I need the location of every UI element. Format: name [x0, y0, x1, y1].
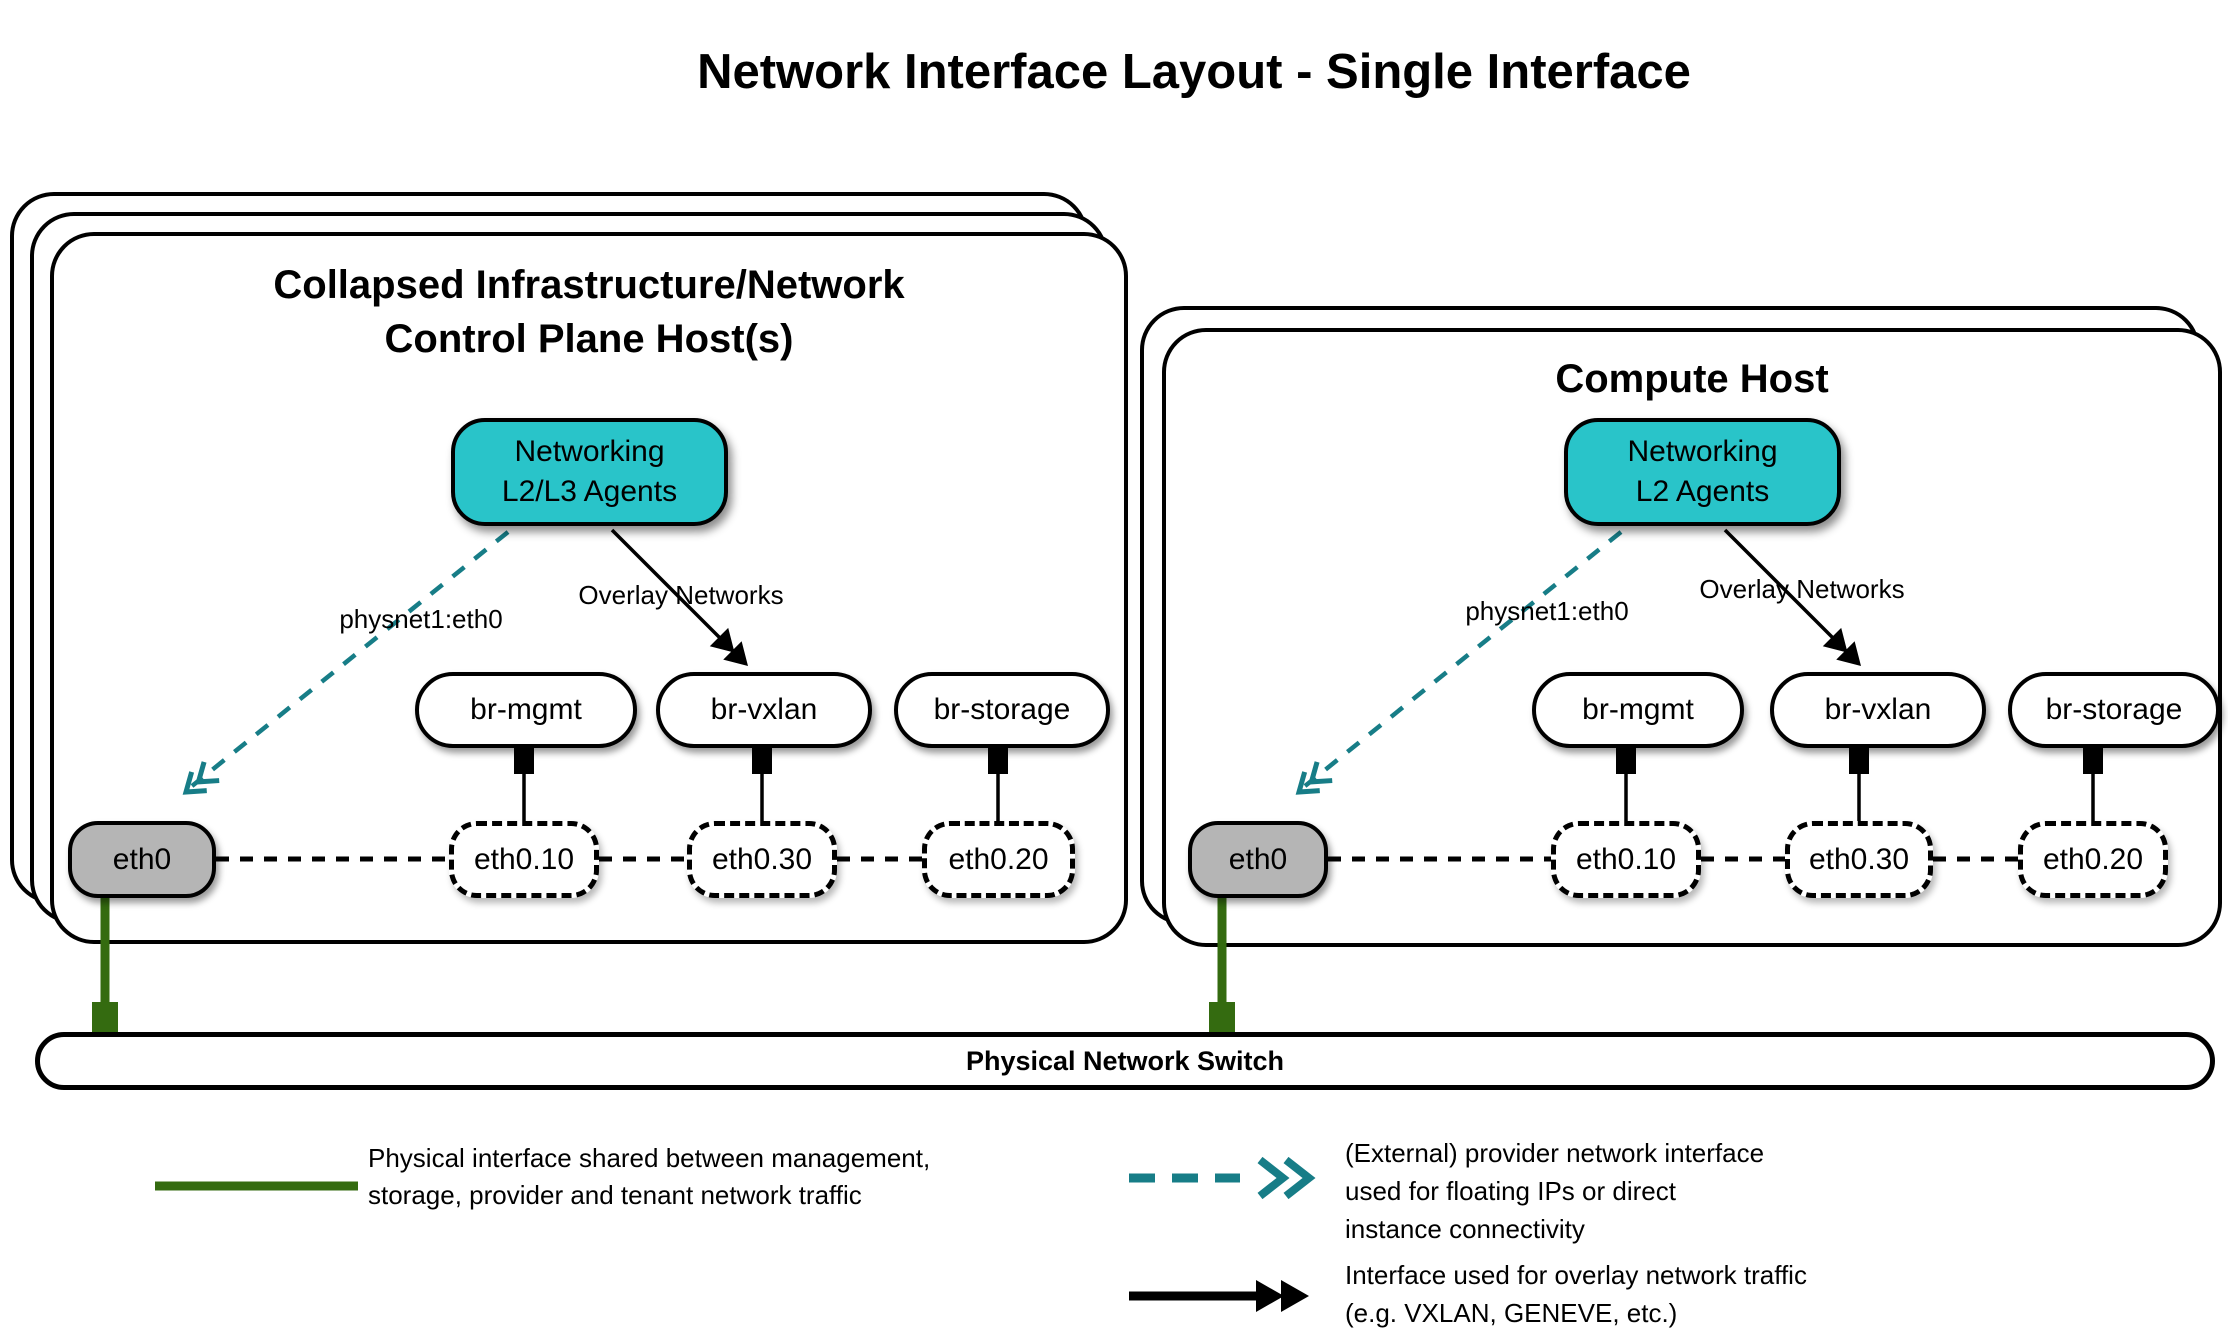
bridge-node-br-vxlan-right: br-vxlan	[1770, 672, 1986, 748]
compute-host-title-line1: Compute Host	[1555, 357, 1829, 401]
legend-provider-text: (External) provider network interface us…	[1345, 1134, 1764, 1248]
vlan-node-eth0.10-left: eth0.10	[449, 821, 599, 898]
vlan-label: eth0.20	[948, 842, 1049, 876]
bridge-node-br-mgmt-left: br-mgmt	[415, 672, 637, 748]
control-host-title-line2: Control Plane Host(s)	[384, 317, 794, 361]
vlan-label: eth0.10	[473, 842, 575, 876]
vlan-label: eth0.20	[2042, 842, 2144, 876]
legend-provider-line1: (External) provider network interface	[1345, 1138, 1765, 1168]
provider-flow-label-right: physnet1:eth0	[1465, 596, 1629, 626]
compute-host-agent-node: Networking L2 Agents	[1564, 418, 1841, 526]
page-title: Network Interface Layout - Single Interf…	[697, 45, 1691, 99]
bridge-node-br-storage-left: br-storage	[894, 672, 1110, 748]
phys-interface-label: eth0	[112, 842, 172, 876]
legend-overlay-text: Interface used for overlay network traff…	[1345, 1256, 1807, 1332]
vlan-label: eth0.30	[711, 842, 813, 876]
compute-host-title: Compute Host	[1162, 352, 2222, 406]
control-host-title-line1: Collapsed Infrastructure/Network	[273, 263, 905, 307]
vlan-node-eth0.20-right: eth0.20	[2018, 821, 2168, 898]
overlay-flow-label-left: Overlay Networks	[578, 580, 784, 610]
vlan-label: eth0.10	[1575, 842, 1677, 876]
control-host-title: Collapsed Infrastructure/Network Control…	[50, 258, 1128, 366]
legend-physical-line1: Physical interface shared between manage…	[368, 1143, 931, 1173]
phys-interface-node-right: eth0	[1188, 821, 1328, 898]
vlan-node-eth0.20-left: eth0.20	[922, 821, 1075, 898]
legend-provider-arrowhead-sample	[1257, 1156, 1316, 1200]
bridge-label: br-mgmt	[1582, 693, 1694, 726]
physical-network-switch: Physical Network Switch	[35, 1032, 2215, 1090]
vlan-node-eth0.10-right: eth0.10	[1551, 821, 1701, 898]
vlan-node-eth0.30-left: eth0.30	[687, 821, 837, 898]
physical-link-terminal-right	[1209, 1002, 1235, 1032]
control-host-agent-node: Networking L2/L3 Agents	[451, 418, 728, 526]
bridge-label: br-vxlan	[710, 693, 818, 726]
legend-physical-line2: storage, provider and tenant network tra…	[368, 1180, 862, 1210]
phys-interface-node-left: eth0	[68, 821, 216, 898]
bridge-node-br-mgmt-right: br-mgmt	[1532, 672, 1744, 748]
bridge-node-br-vxlan-left: br-vxlan	[656, 672, 872, 748]
bridge-label: br-mgmt	[470, 693, 582, 726]
legend-provider-line2: used for floating IPs or direct	[1345, 1176, 1676, 1206]
legend-provider-line3: instance connectivity	[1345, 1214, 1585, 1244]
legend-overlay-line2: (e.g. VXLAN, GENEVE, etc.)	[1345, 1298, 1678, 1328]
legend-physical-text: Physical interface shared between manage…	[368, 1140, 930, 1214]
switch-label: Physical Network Switch	[965, 1045, 1285, 1076]
vlan-label: eth0.30	[1808, 842, 1910, 876]
agent-label-line2: L2/L3 Agents	[501, 475, 678, 508]
provider-flow-label-left: physnet1:eth0	[339, 604, 503, 634]
phys-interface-label: eth0	[1228, 842, 1288, 876]
bridge-label: br-storage	[2045, 693, 2183, 726]
overlay-flow-label-right: Overlay Networks	[1699, 574, 1905, 604]
physical-link-terminal-left	[92, 1002, 118, 1032]
agent-label-line1: Networking	[514, 435, 665, 468]
agent-label-line2: L2 Agents	[1635, 475, 1770, 508]
legend-overlay-line1: Interface used for overlay network traff…	[1345, 1260, 1807, 1290]
bridge-label: br-vxlan	[1824, 693, 1932, 726]
bridge-node-br-storage-right: br-storage	[2008, 672, 2220, 748]
vlan-node-eth0.30-right: eth0.30	[1785, 821, 1933, 898]
agent-label-line1: Networking	[1627, 435, 1778, 468]
bridge-label: br-storage	[933, 693, 1071, 726]
legend-overlay-arrowhead-sample	[1256, 1280, 1309, 1312]
